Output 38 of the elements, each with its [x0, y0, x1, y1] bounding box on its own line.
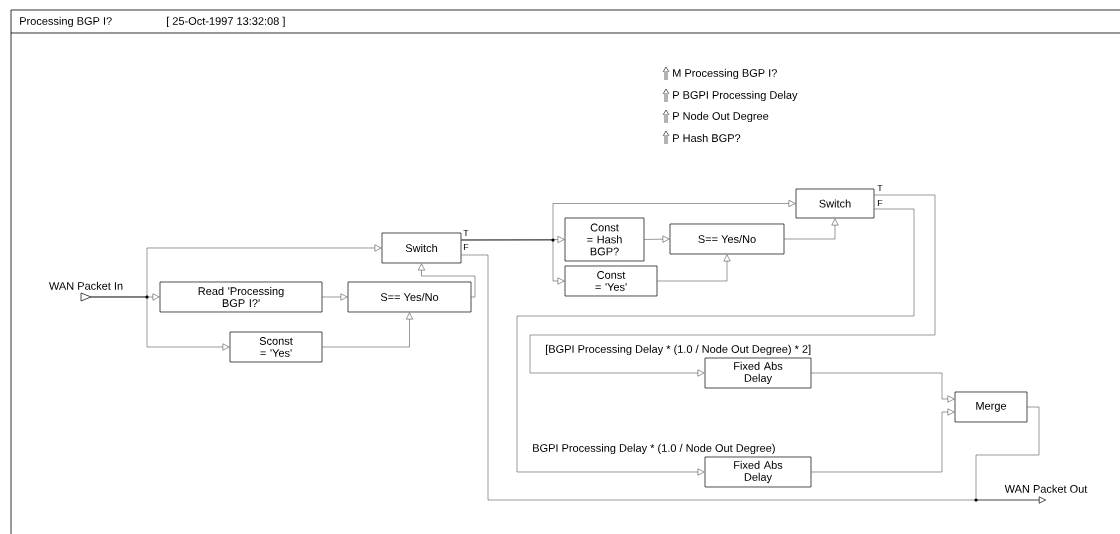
block-box: Switch: [795, 188, 875, 219]
block-box: Fixed Abs Delay: [704, 357, 812, 389]
port-letter: T: [877, 184, 883, 192]
block-box: Read 'Processing BGP I?': [159, 281, 323, 313]
parameter-label: P Hash BGP?: [673, 133, 741, 143]
connector-arrow: [644, 235, 670, 243]
port-label: WAN Packet In: [48, 281, 123, 290]
connector-arrow: [516, 208, 915, 476]
connector-arrow: [811, 408, 955, 473]
connector-arrow: [322, 293, 348, 301]
connector-arrow: [529, 194, 936, 377]
connector-arrow: [811, 372, 955, 403]
parameter-label: M Processing BGP I?: [673, 68, 777, 80]
connector-arrow: [418, 263, 476, 298]
expression-label: BGPI Processing Delay * (1.0 / Node Out Degree): [533, 443, 775, 455]
block-box: Fixed Abs Delay: [704, 456, 812, 488]
parameter-label: P BGPI Processing Delay: [673, 90, 798, 102]
block-box: Const = 'Yes': [564, 265, 658, 297]
timestamp-label: [ 25-Oct-1997 13:32:08 ]: [167, 16, 285, 28]
connector-arrow: [322, 312, 413, 348]
connector-arrow: [784, 218, 839, 240]
block-box: Sconst = 'Yes': [229, 331, 323, 363]
connector-arrow: [657, 254, 731, 282]
block-box: S== Yes/No: [669, 223, 785, 255]
connector-arrow: [975, 406, 1046, 504]
port-label: WAN Packet Out: [1004, 484, 1088, 493]
port-letter: F: [877, 199, 883, 207]
connector-arrow: [90, 296, 230, 351]
block-box: Merge: [954, 391, 1028, 423]
block-box: Switch: [381, 232, 462, 264]
expression-label: [BGPI Processing Delay * (1.0 / Node Out Degree) * 2]: [546, 344, 811, 356]
port-letter: F: [463, 243, 469, 251]
parameter-label: P Node Out Degree: [673, 111, 769, 123]
port-letter: T: [463, 229, 469, 237]
block-box: S== Yes/No: [347, 281, 472, 313]
connector-arrow: [461, 239, 565, 285]
window-title: Processing BGP I?: [20, 16, 112, 28]
block-box: Const = Hash BGP?: [564, 217, 645, 262]
